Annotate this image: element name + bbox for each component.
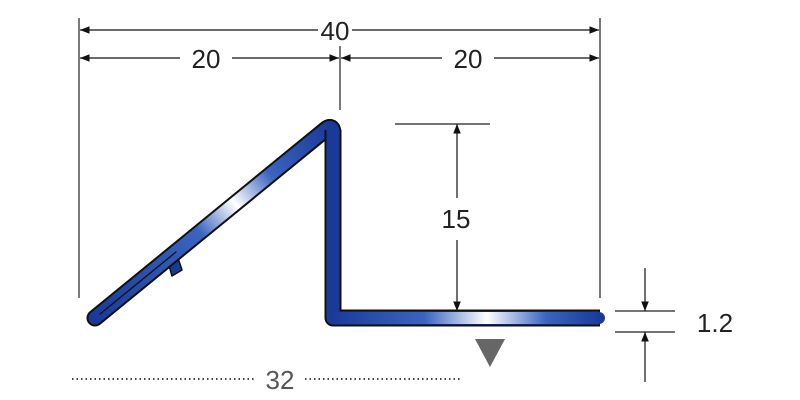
extension-lines <box>78 18 675 333</box>
dimension-label-height: 15 <box>442 204 471 234</box>
reference-marker-icon <box>475 339 505 367</box>
profile-shape <box>86 118 605 327</box>
dimension-label-thickness: 1.2 <box>697 308 733 338</box>
dimension-label-left: 20 <box>192 44 221 74</box>
dimension-label-reference: 32 <box>266 365 295 395</box>
dimension-label-right: 20 <box>454 44 483 74</box>
dimension-label-overall: 40 <box>321 16 350 46</box>
